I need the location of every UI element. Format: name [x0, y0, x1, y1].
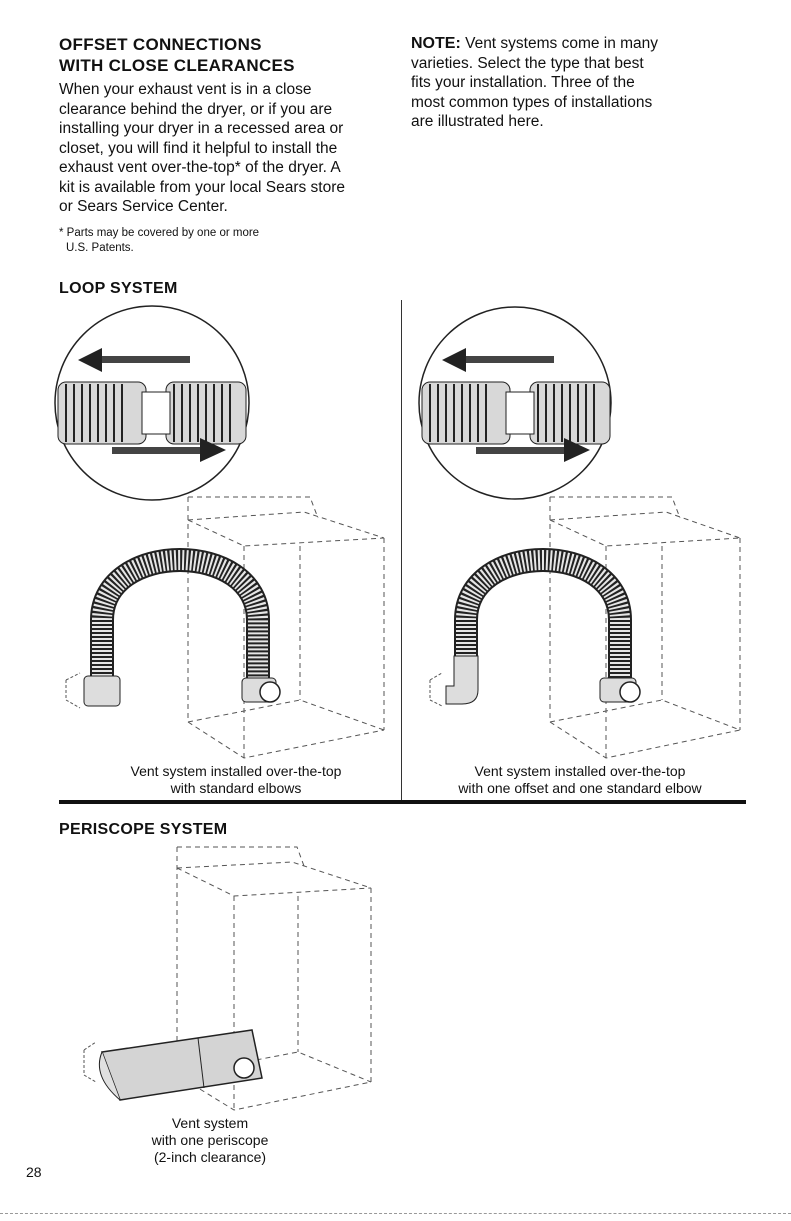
- dryer-exhaust-port: [619, 681, 641, 703]
- paragraph-line: kit is available from your local Sears s…: [59, 178, 346, 196]
- caption-line: with one periscope: [151, 1132, 269, 1148]
- intro-paragraph: When your exhaust vent is in a close cle…: [59, 80, 345, 217]
- paragraph-line: installing your dryer in a recessed area…: [59, 120, 344, 137]
- dryer-outline: [187, 496, 385, 759]
- loop-diagram-offset-elbow: [418, 306, 741, 759]
- coupling-clamp: [141, 391, 171, 435]
- arrow-left-bar: [100, 356, 190, 363]
- caption-line: with one offset and one standard elbow: [458, 780, 702, 796]
- caption-line: Vent system installed over-the-top: [130, 763, 342, 779]
- dryer-outline: [549, 496, 741, 759]
- note-line: are illustrated here.: [411, 113, 544, 130]
- periscope-diagram: [83, 846, 372, 1111]
- loop-hose-ribs: [92, 550, 268, 690]
- patent-footnote: * Parts may be covered by one or more U.…: [59, 226, 259, 256]
- note-line: most common types of installations: [411, 93, 653, 111]
- elbow-left: [83, 675, 121, 707]
- note-label: NOTE:: [411, 35, 461, 52]
- note-text: Vent systems come in many: [460, 35, 659, 52]
- dryer-exhaust-port: [233, 1057, 255, 1079]
- paragraph-line: When your exhaust vent is in a close: [59, 81, 312, 98]
- periscope-seam: [197, 1037, 205, 1089]
- hose-ribs: [65, 384, 231, 442]
- note-first-line: NOTE: Vent systems come in many: [411, 34, 658, 54]
- caption-standard-elbows: Vent system installed over-the-top with …: [100, 763, 372, 797]
- section-divider: [59, 800, 746, 804]
- loop-diagram-standard-elbows: [54, 305, 385, 759]
- footnote-line: * Parts may be covered by one or more: [59, 227, 260, 239]
- loop-system-heading: LOOP SYSTEM: [59, 280, 178, 297]
- arrow-left-icon: [442, 348, 466, 372]
- caption-periscope: Vent system with one periscope (2-inch c…: [130, 1115, 290, 1166]
- note-paragraph: NOTE: Vent systems come in many varietie…: [411, 34, 658, 132]
- dryer-exhaust-port: [259, 681, 281, 703]
- arrow-right-bar: [112, 447, 202, 454]
- hose-segment-left: [421, 381, 511, 445]
- caption-line: (2-inch clearance): [153, 1149, 267, 1165]
- arrow-right-bar: [476, 447, 566, 454]
- note-line: fits your installation. Three of the: [411, 74, 635, 91]
- section-title-line-2: WITH CLOSE CLEARANCES: [59, 56, 295, 75]
- arrow-right-icon: [200, 438, 226, 462]
- paragraph-line: clearance behind the dryer, or if you ar…: [59, 100, 333, 118]
- loop-hose-ribs: [456, 550, 630, 690]
- page-number: 28: [26, 1164, 42, 1180]
- arrow-right-icon: [564, 438, 590, 462]
- caption-offset-elbow: Vent system installed over-the-top with …: [420, 763, 740, 797]
- wall-stub-left: [65, 672, 81, 709]
- coupling-clamp: [505, 391, 535, 435]
- section-title-line-1: OFFSET CONNECTIONS: [59, 35, 262, 54]
- caption-line: Vent system: [171, 1115, 249, 1131]
- offset-elbow: [445, 655, 479, 705]
- periscope-system-heading: PERISCOPE SYSTEM: [59, 821, 228, 838]
- periscope-end-cap: [98, 1051, 121, 1101]
- dryer-outline: [176, 846, 372, 1111]
- page-edge: [0, 1213, 791, 1214]
- paragraph-line: closet, you will find it helpful to inst…: [59, 139, 338, 157]
- paragraph-line: or Sears Service Center.: [59, 198, 228, 215]
- caption-line: Vent system installed over-the-top: [474, 763, 686, 779]
- wall-stub-left: [429, 672, 443, 707]
- arrow-left-icon: [78, 348, 102, 372]
- note-line: varieties. Select the type that best: [411, 54, 644, 72]
- column-divider: [401, 300, 402, 800]
- footnote-line: U.S. Patents.: [66, 242, 134, 254]
- caption-line: with standard elbows: [170, 780, 302, 796]
- paragraph-line: exhaust vent over-the-top* of the dryer.…: [59, 159, 341, 176]
- section-title: OFFSET CONNECTIONS WITH CLOSE CLEARANCES: [59, 34, 295, 76]
- arrow-left-bar: [464, 356, 554, 363]
- hose-ribs: [429, 384, 595, 442]
- wall-stub: [83, 1041, 97, 1083]
